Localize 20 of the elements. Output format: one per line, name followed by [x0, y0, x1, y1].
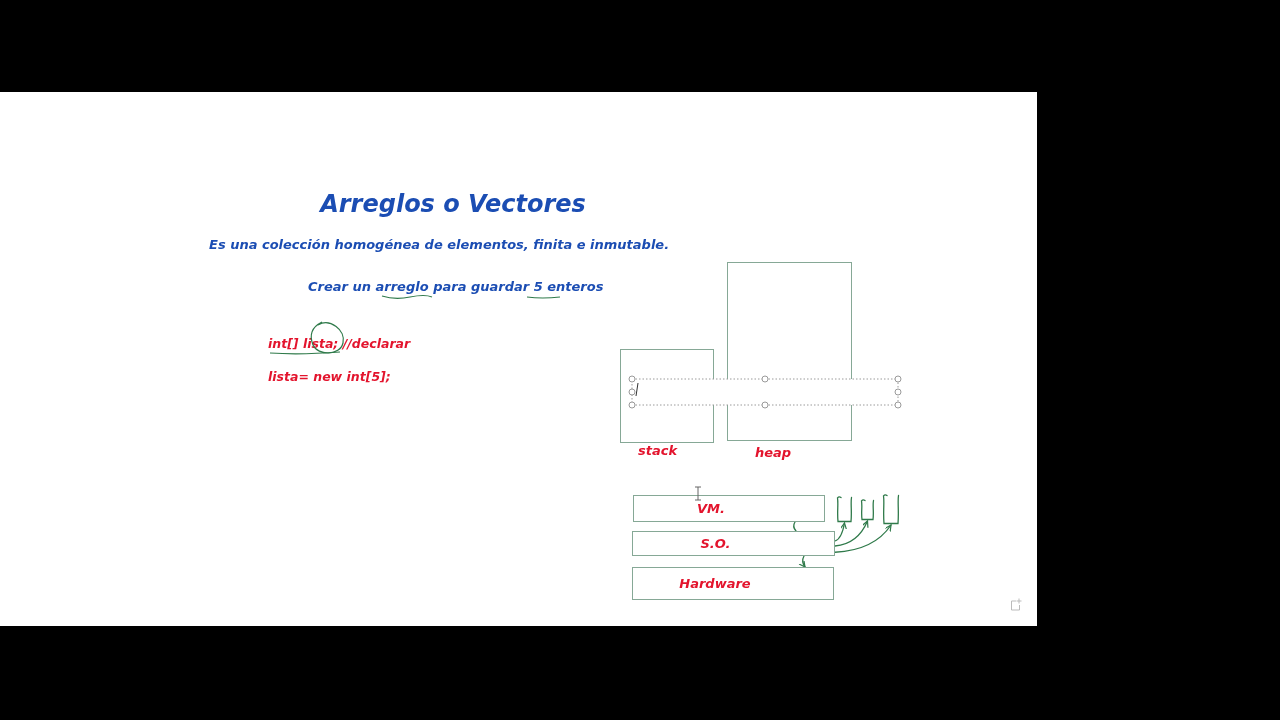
ink-line — [793, 521, 797, 532]
open-box-icon — [836, 495, 853, 523]
slide-title: Arreglos o Vectores — [320, 190, 586, 219]
code-line: lista= new int[5]; — [268, 369, 391, 384]
memory-label: heap — [755, 445, 792, 461]
layer-label: Hardware — [679, 575, 751, 592]
layer-box — [633, 495, 825, 522]
open-box-icon — [882, 493, 900, 525]
layer-label: VM. — [697, 500, 725, 517]
ink-arrow — [798, 555, 806, 568]
layer-box — [632, 531, 835, 556]
definition-text: Es una colección homogénea de elementos, finita e inmutable. — [209, 237, 670, 253]
open-box-icon — [860, 498, 875, 521]
ink-arrow — [834, 524, 892, 553]
layer-box — [632, 567, 834, 600]
memory-label: stack — [638, 443, 678, 459]
ink-arrow — [834, 522, 847, 542]
layer-label: S.O. — [700, 535, 731, 552]
ink-arrow — [834, 520, 869, 547]
task-text: Crear un arreglo para guardar 5 enteros — [308, 279, 604, 295]
